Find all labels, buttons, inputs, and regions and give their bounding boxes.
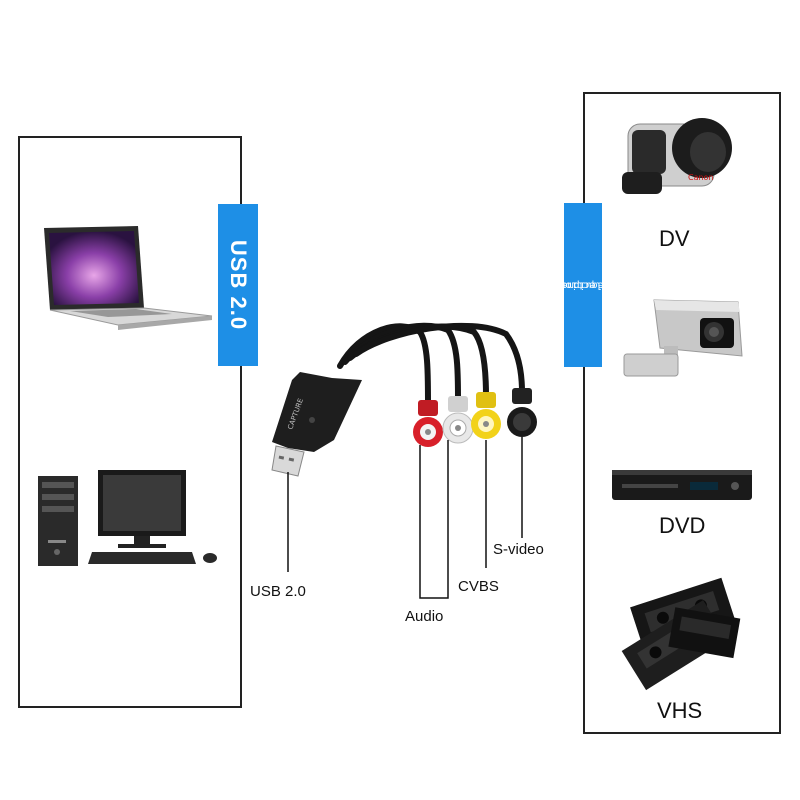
audio-label: Audio: [405, 608, 444, 625]
dvd-player-icon: [612, 470, 752, 500]
camcorder-brand: Canon: [688, 173, 714, 182]
collection-equipment-frame: [583, 92, 781, 734]
usb-connector-label: USB 2.0: [250, 583, 306, 600]
yellow-rca-connector: [471, 392, 501, 439]
equipment-label: equipment: [549, 279, 604, 291]
svideo-label: S-video: [493, 541, 544, 558]
laptop-icon: [44, 226, 213, 330]
usb-capture-dongle: [271, 372, 362, 477]
usb-2-0-tab: USB 2.0: [218, 204, 258, 366]
label-leader-lines: [287, 437, 523, 599]
white-rca-connector: [442, 396, 474, 444]
vhs-tapes-icon: [621, 577, 741, 691]
camcorder-icon: Canon: [622, 118, 732, 194]
dvd-label: DVD: [659, 513, 706, 538]
vhs-label: VHS: [657, 698, 703, 723]
dv-label: DV: [659, 226, 690, 251]
svideo-connector: [507, 388, 537, 437]
usb-tab-label: USB 2.0: [226, 239, 251, 331]
red-rca-connector: [413, 400, 443, 447]
cvbs-label: CVBS: [458, 578, 499, 595]
security-camera-icon: [623, 299, 743, 377]
desktop-pc-icon: [38, 470, 217, 566]
capture-cables: [337, 322, 525, 408]
host-devices-frame: [18, 136, 242, 708]
